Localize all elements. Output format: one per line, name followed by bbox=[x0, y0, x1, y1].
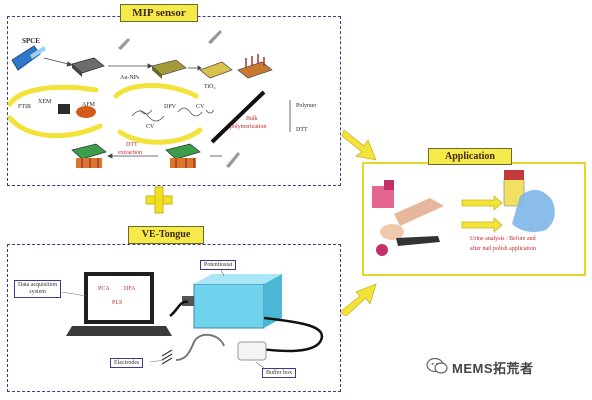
label-spce: SPCE bbox=[22, 37, 40, 45]
label-buffer-box: Buffer box bbox=[262, 368, 297, 378]
label-buffer-2: box bbox=[283, 370, 293, 376]
tio2-electrode-icon bbox=[199, 61, 233, 79]
label-cv: CV bbox=[146, 124, 155, 130]
label-dtt: DTT bbox=[296, 127, 308, 133]
label-pca: PCA bbox=[98, 286, 110, 292]
label-dtt-extraction: DTT bbox=[126, 142, 138, 148]
label-dfa: DFA bbox=[124, 286, 136, 292]
label-potentiostat: Potentiostat bbox=[200, 260, 237, 270]
label-bulk: Bulk bbox=[246, 116, 258, 122]
label-afm: AFM bbox=[82, 102, 96, 108]
spce-electrode-icon bbox=[11, 45, 46, 71]
aunps-electrode-icon bbox=[151, 59, 187, 79]
wechat-icon bbox=[426, 357, 448, 375]
label-daq-2: system bbox=[29, 289, 46, 295]
application-caption-1: Urine analysis : Before and bbox=[470, 236, 536, 242]
label-cv2: CV bbox=[196, 104, 205, 110]
afm-sample-icon bbox=[76, 106, 96, 118]
label-tio2: TiO₂ bbox=[204, 84, 216, 90]
xem-instrument-icon bbox=[58, 104, 70, 114]
application-panel bbox=[362, 162, 586, 276]
label-polymerization: polymerization bbox=[230, 124, 267, 130]
potentiostat-icon bbox=[182, 274, 282, 329]
watermark-text: MEMS拓荒者 bbox=[452, 361, 534, 376]
arrow-icon bbox=[339, 129, 377, 317]
application-title: Application bbox=[428, 148, 512, 165]
label-extraction: extraction bbox=[118, 150, 142, 156]
ve-tongue-panel bbox=[7, 244, 341, 392]
urine-cup-icon bbox=[503, 170, 555, 232]
extracted-electrode-icon bbox=[71, 143, 107, 168]
electrode-icon bbox=[161, 349, 173, 365]
ve-tongue-title: VE-Tongue bbox=[128, 226, 204, 244]
label-ftir: FTIR bbox=[18, 104, 32, 110]
label-daq: Data acquisition bbox=[18, 282, 58, 288]
label-aunps: Au-NPs bbox=[120, 75, 140, 81]
label-xem: XEM bbox=[38, 99, 52, 105]
application-caption-2: after nail polish application bbox=[470, 246, 536, 252]
label-pls: PLS bbox=[112, 300, 123, 306]
label-polymer: Polymer bbox=[296, 103, 317, 109]
label-dpv: DPV bbox=[164, 104, 177, 110]
label-buffer: Buffer bbox=[266, 370, 282, 376]
bare-electrode-icon bbox=[71, 57, 105, 77]
template-electrode-icon bbox=[237, 54, 273, 79]
imprinted-electrode-icon bbox=[165, 143, 201, 168]
buffer-box-icon bbox=[237, 341, 267, 361]
hand-icon bbox=[372, 180, 444, 256]
mip-sensor-title: MIP sensor bbox=[120, 4, 198, 22]
label-daq-system: Data acquisition system bbox=[14, 280, 62, 298]
laptop-icon bbox=[66, 272, 172, 336]
label-electrodes: Electrodes bbox=[110, 358, 144, 368]
plus-icon bbox=[145, 186, 173, 214]
